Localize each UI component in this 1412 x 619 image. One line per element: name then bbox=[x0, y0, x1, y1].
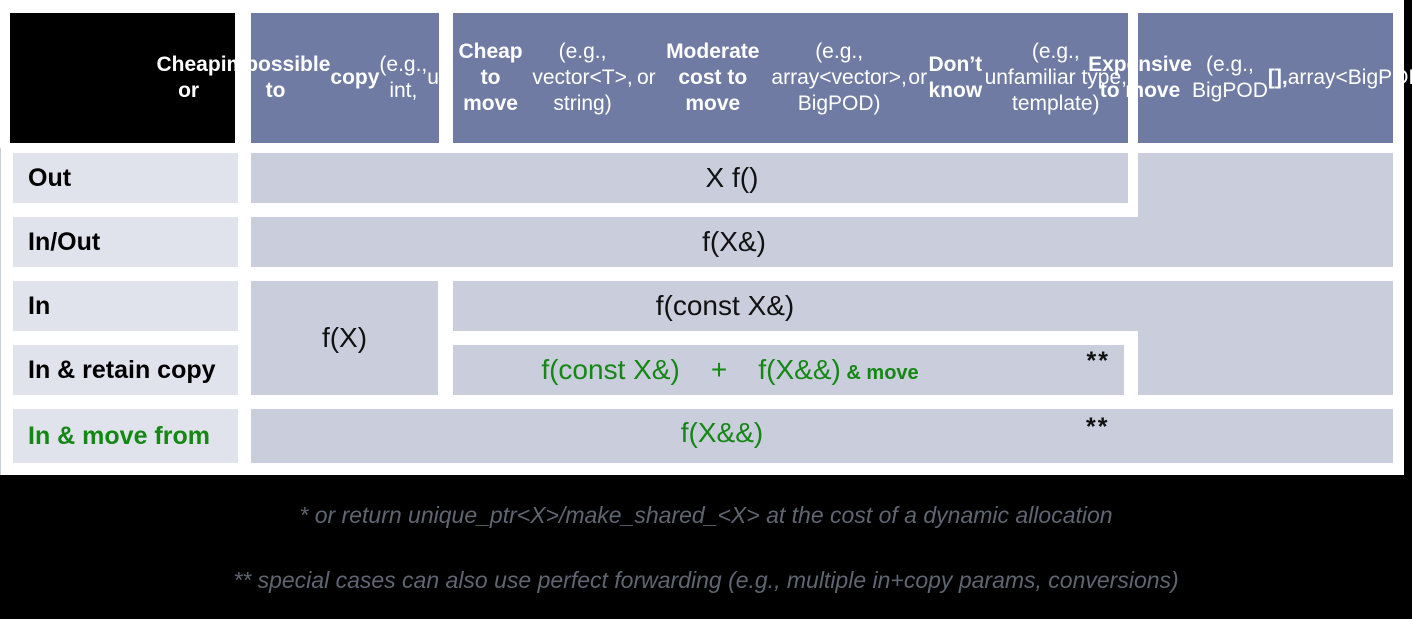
cell-in-out-ref: f(X&) bbox=[251, 217, 1393, 267]
retain-copy-footnote-marker: ** bbox=[1086, 347, 1110, 375]
cell-in-by-value-text: f(X) bbox=[321, 322, 368, 353]
cell-in-const-ref-text: f(const X&) bbox=[655, 290, 795, 321]
row-label-in-retain-copy: In & retain copy bbox=[13, 345, 238, 395]
cell-in-by-value: f(X) bbox=[251, 281, 438, 395]
cell-in-out-ref-text: f(X&) bbox=[702, 226, 766, 257]
cell-out-return-value: X f() bbox=[251, 153, 1128, 203]
cell-in-retain-copy: f(const X&) + f(X&&) & move ** bbox=[453, 345, 1124, 395]
row-label-in-move-from: In & move from bbox=[13, 409, 238, 463]
left-edge-hairline bbox=[0, 148, 1, 475]
row-label-in: In bbox=[13, 281, 238, 331]
row-label-out: Out bbox=[13, 153, 238, 203]
col-header-cheap-moderate-or-unknown-to-move: Cheap to move (e.g., vector<T>, string)o… bbox=[453, 13, 1128, 143]
cell-in-retain-copy-text: f(const X&) + f(X&&) & move bbox=[541, 354, 919, 385]
corner-box bbox=[10, 13, 235, 143]
right-edge-black-strip bbox=[1404, 0, 1412, 619]
move-from-footnote-marker: ** bbox=[1086, 413, 1110, 441]
footer-panel: * or return unique_ptr<X>/make_shared_<X… bbox=[0, 475, 1412, 619]
row-label-in-out: In/Out bbox=[13, 217, 238, 267]
cell-in-retain-expensive-merged bbox=[1138, 281, 1393, 395]
footnote-line-1: * or return unique_ptr<X>/make_shared_<X… bbox=[299, 502, 1113, 528]
col-header-expensive-to-move: Expensive to move(e.g., BigPOD[],array<B… bbox=[1088, 13, 1412, 143]
cell-in-move-from: f(X&&) ** bbox=[251, 409, 1393, 463]
cell-out-return-value-text: X f() bbox=[705, 162, 759, 193]
cell-in-move-from-text: f(X&&) bbox=[680, 417, 764, 449]
footnote-line-2: ** special cases can also use perfect fo… bbox=[233, 567, 1179, 593]
